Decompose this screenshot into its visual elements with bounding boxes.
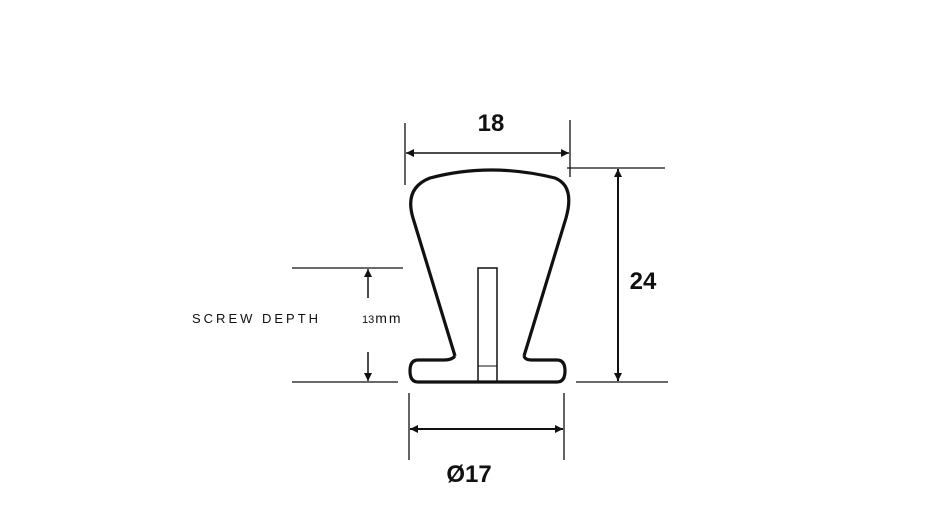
knob-flange (408, 354, 567, 384)
knob-outline (409, 168, 571, 357)
width-label: 18 (478, 110, 505, 137)
diameter-label: Ø17 (446, 461, 491, 488)
height-label: 24 (630, 268, 657, 295)
screw-depth-label: SCREW DEPTH (192, 311, 321, 326)
screw-depth-value: 13mm (362, 310, 403, 326)
screw-stem (477, 267, 498, 383)
